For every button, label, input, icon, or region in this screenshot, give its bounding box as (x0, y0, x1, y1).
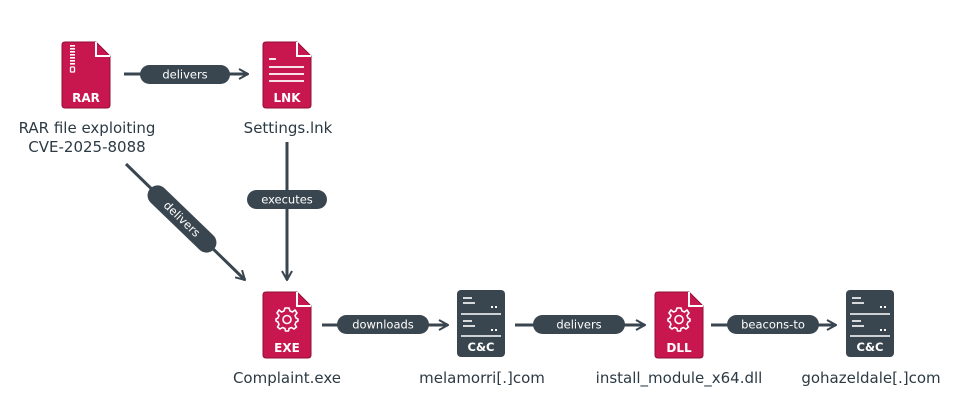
edge-label-pill (533, 315, 625, 334)
edge-label-beacons-to: beacons-to (741, 318, 805, 332)
node-label-line: melamorri[.]com (419, 369, 545, 387)
rar-file-icon: RAR (61, 41, 111, 109)
edge-label-downloads: downloads (352, 318, 414, 332)
edge-label-pill (337, 315, 429, 334)
node-label-line: CVE-2025-8088 (28, 138, 146, 156)
edge-rar-to-exe: delivers (124, 162, 245, 280)
node-label-cc1: melamorri[.]com (419, 369, 545, 388)
cc-badge: C&C (468, 340, 495, 354)
edge-label-pill (247, 190, 327, 209)
edge-label-pill (140, 65, 230, 84)
edge-label-pill (727, 315, 819, 334)
dll-file-icon: DLL (654, 291, 704, 359)
node-label-line: Settings.lnk (243, 119, 333, 137)
cc-badge: C&C (857, 340, 884, 354)
gear-icon (667, 307, 691, 332)
edge-dll-to-cc2: beacons-to (711, 315, 836, 334)
edge-label-delivers-diagonal: delivers (161, 198, 203, 240)
edge-label-executes: executes (261, 193, 313, 207)
node-label-line: Complaint.exe (232, 369, 342, 387)
node-label-line: RAR file exploiting (18, 119, 156, 137)
node-label-cc2: gohazeldale[.]com (801, 369, 940, 388)
node-label-line: gohazeldale[.]com (801, 369, 941, 387)
node-label-rar: RAR file exploiting CVE-2025-8088 (19, 119, 156, 157)
exe-badge: EXE (274, 341, 300, 355)
lnk-badge: LNK (274, 91, 302, 105)
node-label-dll: install_module_x64.dll (596, 369, 763, 388)
rar-badge: RAR (72, 91, 100, 105)
node-label-line: install_module_x64.dll (595, 369, 763, 387)
edge-label-pill (147, 185, 217, 253)
edge-lnk-to-exe: executes (247, 142, 327, 280)
edge-label-delivers: delivers (162, 68, 207, 82)
server-icon: C&C (846, 290, 894, 357)
lnk-file-icon: LNK (262, 41, 312, 109)
edge-label-delivers-2: delivers (556, 318, 601, 332)
node-label-exe: Complaint.exe (233, 369, 341, 388)
server-icon: C&C (457, 290, 505, 357)
gear-icon (275, 307, 299, 332)
node-label-lnk: Settings.lnk (244, 119, 333, 138)
exe-file-icon: EXE (262, 291, 312, 359)
edge-exe-to-cc1: downloads (322, 315, 448, 334)
edge-rar-to-lnk: delivers (124, 65, 248, 84)
edge-cc1-to-dll: delivers (515, 315, 645, 334)
dll-badge: DLL (666, 341, 692, 355)
